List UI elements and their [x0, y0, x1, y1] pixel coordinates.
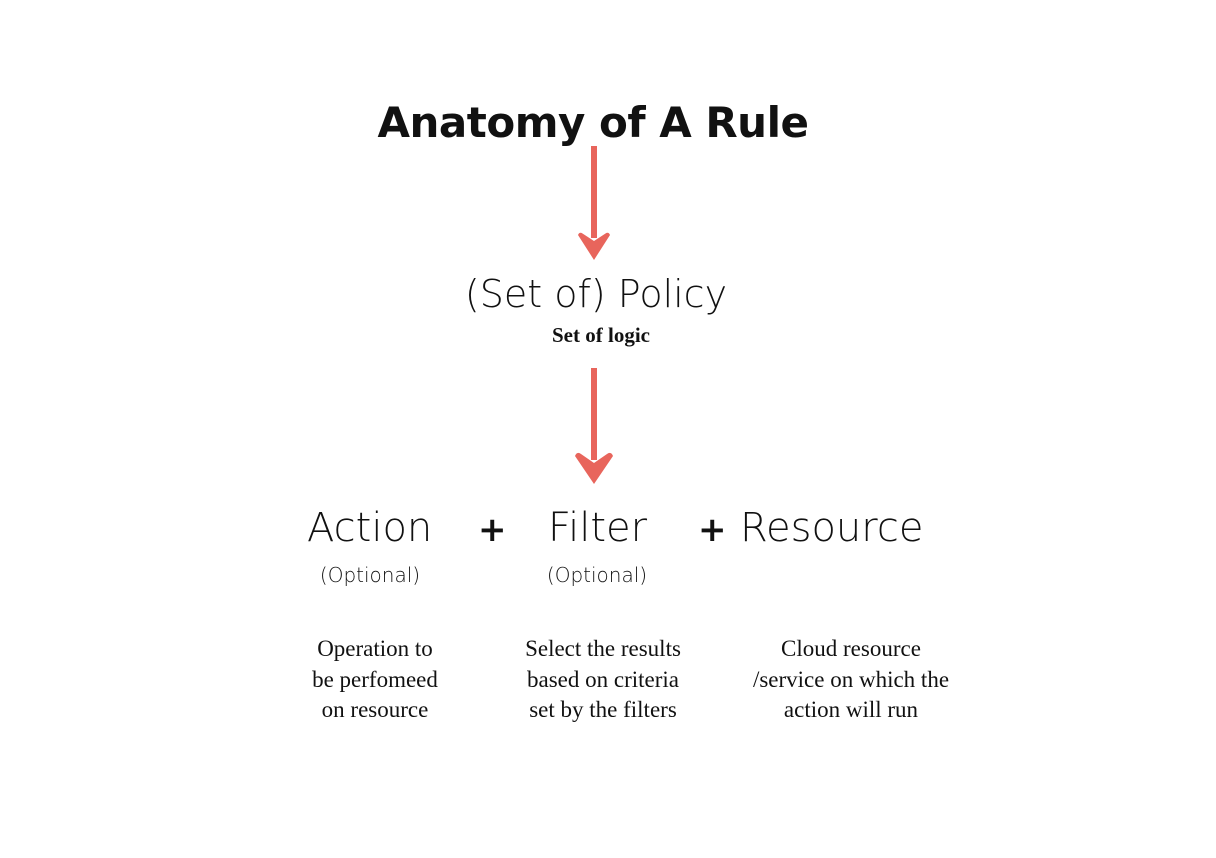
- formula-row: Action + Filter + Resource: [0, 500, 1216, 560]
- description-line: Operation to: [317, 636, 433, 661]
- description-line: on resource: [321, 697, 429, 722]
- description-line: set by the filters: [529, 697, 677, 722]
- term-resource-description: Cloud resource /service on which the act…: [721, 634, 981, 726]
- term-resource-label: Resource: [740, 505, 924, 551]
- arrow-title-to-policy-icon: [566, 146, 622, 269]
- description-line: action will run: [783, 697, 919, 722]
- arrow-policy-to-components-icon: [566, 368, 622, 493]
- description-line: be perfomeed: [312, 666, 438, 692]
- term-filter-description: Select the results based on criteria set…: [498, 634, 708, 726]
- description-line: Select the results: [525, 636, 681, 661]
- policy-label: (Set of) Policy: [464, 272, 728, 316]
- plus-operator-2: +: [698, 510, 727, 550]
- description-line: based on criteria: [527, 666, 679, 692]
- term-action-label: Action: [307, 505, 433, 551]
- description-line: /service on which the: [752, 666, 950, 692]
- term-filter-optional-label: (Optional): [546, 563, 648, 587]
- page-title: Anatomy of A Rule: [377, 98, 809, 147]
- policy-subtitle: Set of logic: [552, 323, 650, 347]
- term-action-optional-label: (Optional): [319, 563, 421, 587]
- plus-operator-1: +: [478, 510, 507, 550]
- term-filter-label: Filter: [548, 505, 648, 551]
- description-line: Cloud resource: [781, 636, 921, 661]
- term-action-description: Operation to be perfomeed on resource: [270, 634, 480, 726]
